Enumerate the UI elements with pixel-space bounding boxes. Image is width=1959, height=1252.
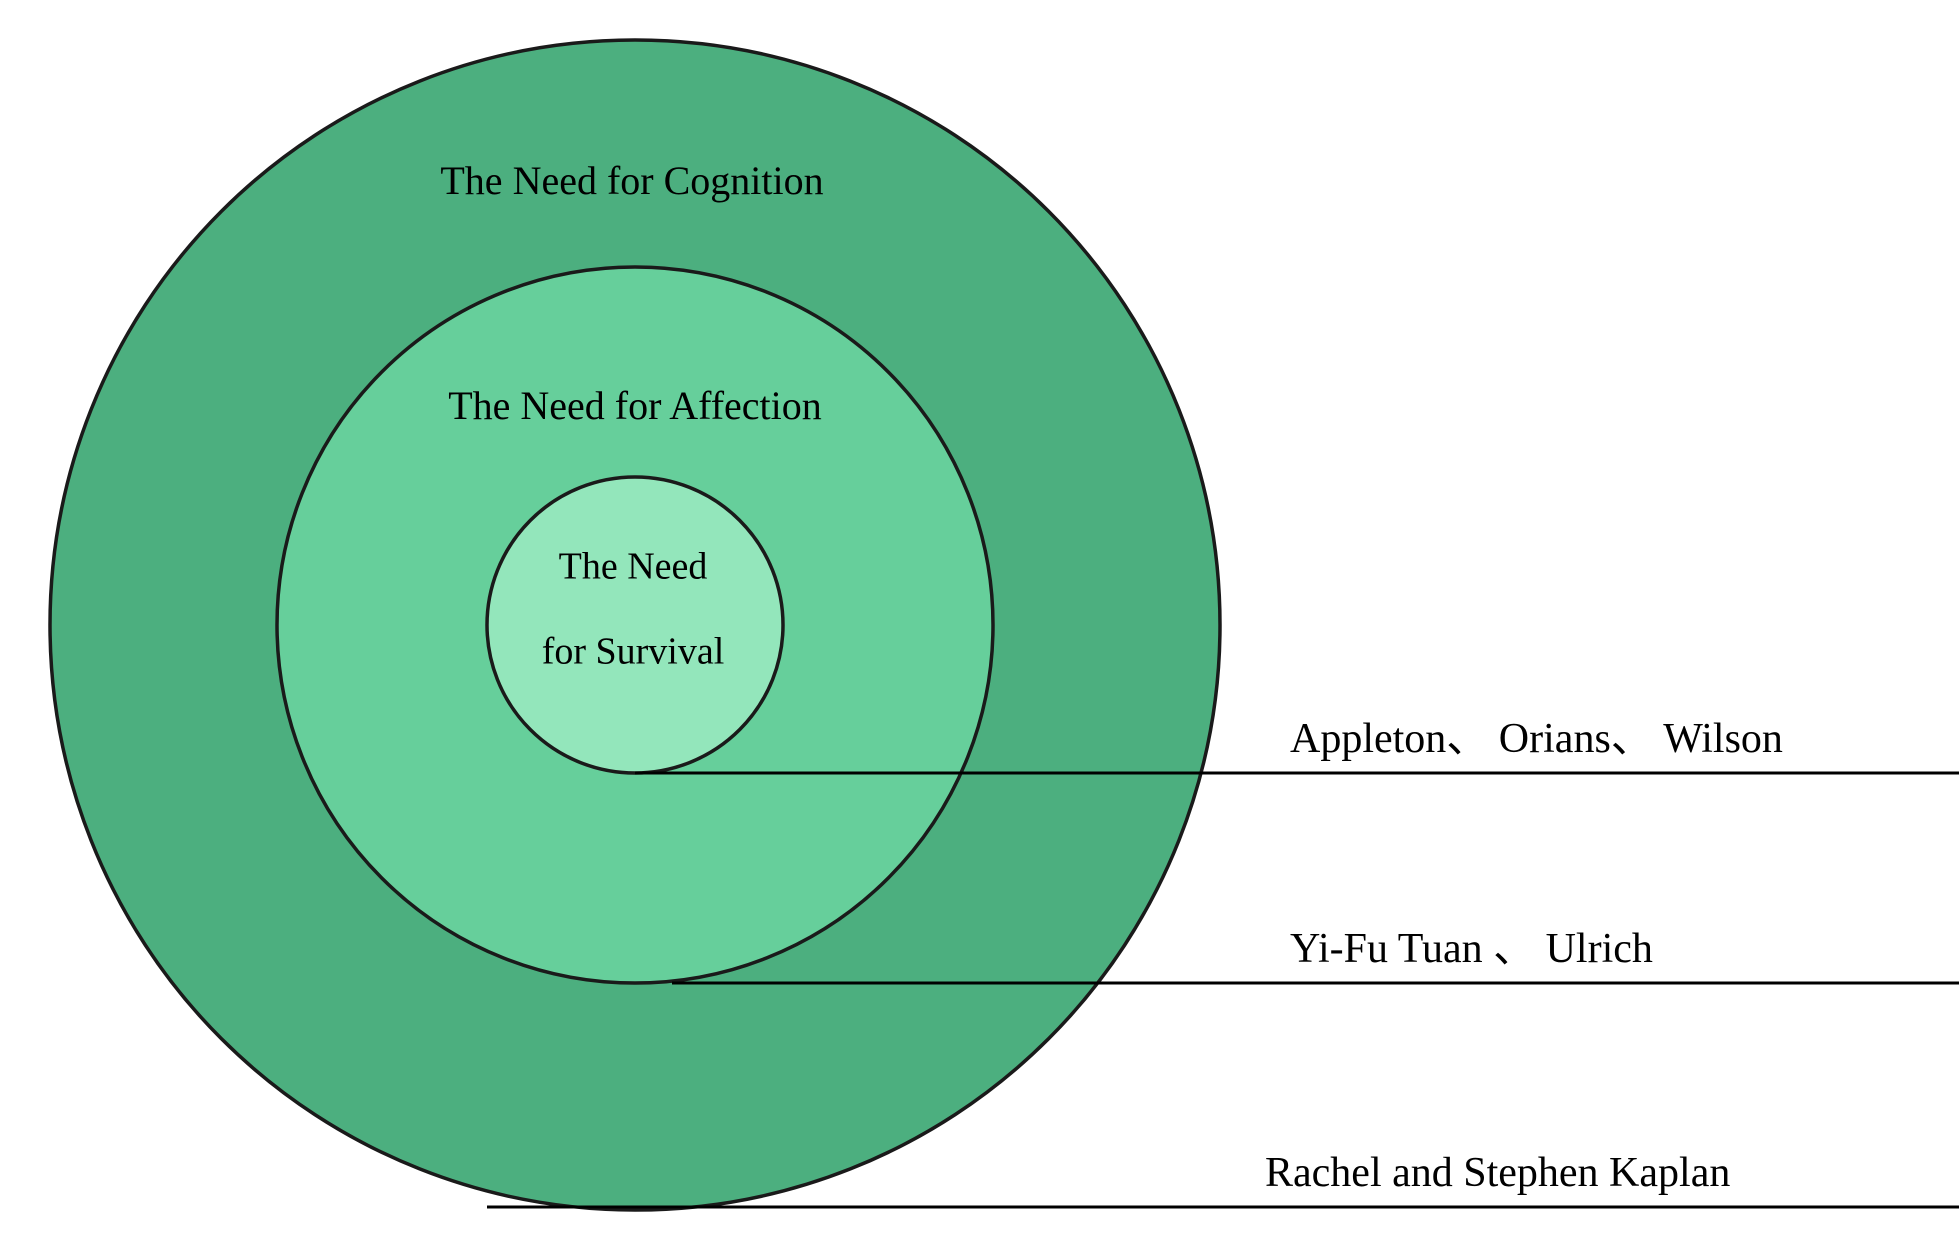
annotation-cognition-scholars: Rachel and Stephen Kaplan: [1265, 1150, 1730, 1196]
ring-label-survival-line1: The Need: [559, 546, 708, 588]
annotation-survival-scholars: Appleton、 Orians、 Wilson: [1290, 716, 1783, 762]
ring-survival[interactable]: [485, 475, 785, 775]
ring-label-cognition: The Need for Cognition: [440, 158, 823, 203]
annotation-affection-scholars: Yi-Fu Tuan 、 Ulrich: [1290, 926, 1653, 972]
ring-label-affection: The Need for Affection: [448, 383, 822, 428]
ring-label-survival-line2: for Survival: [542, 631, 725, 673]
